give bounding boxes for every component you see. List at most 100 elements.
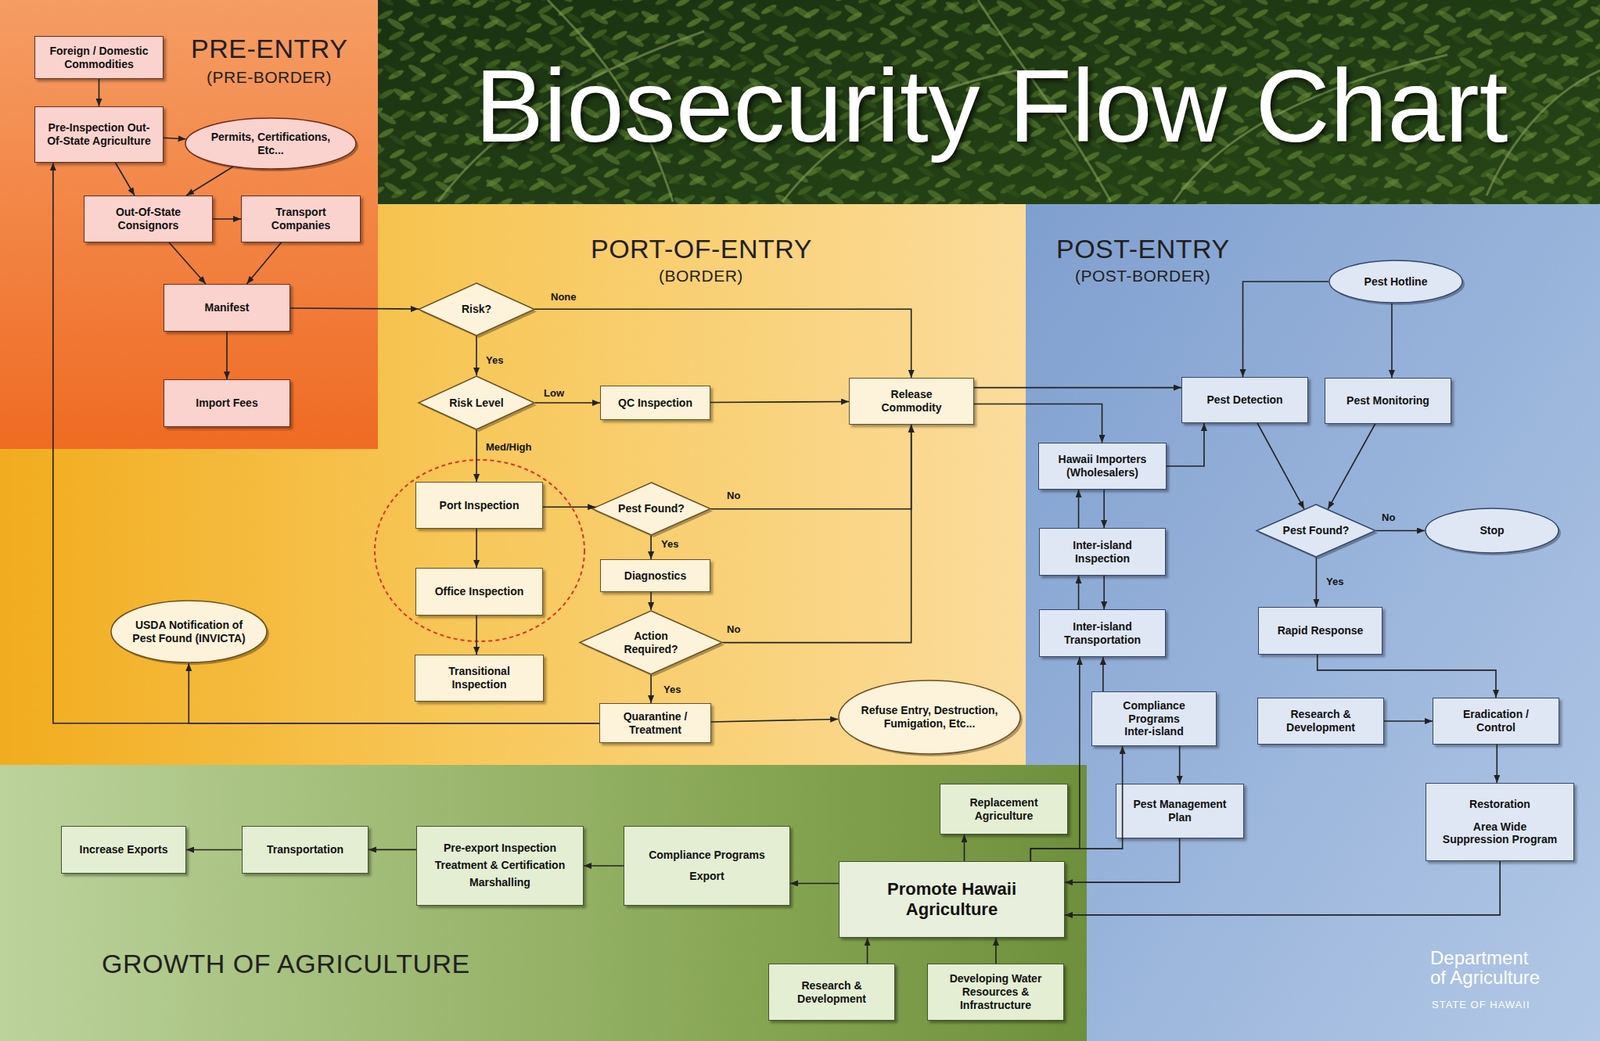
- edge-label-wrap: Low: [543, 387, 565, 400]
- flow-arrow: [866, 938, 869, 964]
- edge-label-wrap: No: [1381, 511, 1396, 524]
- flow-arrow: [1315, 557, 1318, 608]
- box-label: Out-Of-State Consignors: [90, 205, 206, 233]
- box-label: Increase Exports: [79, 843, 169, 857]
- edge-label-wrap: Yes: [485, 354, 504, 367]
- flow-arrow: [475, 430, 478, 482]
- logo-label-wrap: STATE OF HAWAII: [1431, 999, 1531, 1011]
- process-box: Inter-island Transportation: [1039, 609, 1166, 658]
- box-label: Risk?: [461, 302, 492, 317]
- process-box: Replacement Agriculture: [939, 783, 1068, 835]
- process-box: Port Inspection: [415, 481, 543, 529]
- process-box: Pre-Inspection Out-Of-State Agriculture: [34, 106, 164, 163]
- process-box: Increase Exports: [61, 826, 187, 874]
- heading-wrap: PORT-OF-ENTRY: [590, 233, 813, 265]
- box-label: Inter-island Transportation: [1055, 620, 1150, 648]
- flow-arrow: [583, 865, 624, 867]
- flow-arrow: [226, 331, 228, 380]
- dashed-callout: [374, 460, 585, 642]
- flow-arrow: [163, 137, 187, 139]
- box-label: Pre-Inspection Out-Of-State Agriculture: [41, 121, 157, 148]
- terminal-ellipse: Stop: [1424, 507, 1560, 554]
- edge-label: No: [726, 489, 741, 502]
- edge-label-wrap: None: [550, 291, 577, 303]
- flow-arrow: [186, 167, 233, 196]
- decision-diamond: Risk?: [417, 282, 536, 337]
- region-heading: GROWTH OF AGRICULTURE: [101, 949, 471, 980]
- box-label: Compliance Programs Inter-island: [1114, 699, 1194, 739]
- flow-arrow: [535, 402, 601, 404]
- box-label: Pest Management Plan: [1122, 798, 1237, 825]
- process-box: Manifest: [163, 284, 291, 332]
- process-box: Pre-export Inspection Treatment & Certif…: [416, 826, 584, 907]
- process-box: Research & Development: [1257, 697, 1385, 745]
- flow-arrow: [963, 834, 966, 862]
- flow-arrow: [650, 535, 652, 560]
- box-label: Refuse Entry, Destruction, Fumigation, E…: [851, 704, 1008, 731]
- box-label: Restoration: [1469, 798, 1531, 812]
- flow-arrow: [710, 401, 849, 403]
- edge-label-wrap: No: [726, 489, 741, 502]
- process-box: Rapid Response: [1258, 607, 1383, 655]
- terminal-ellipse: Pest Hotline: [1328, 259, 1464, 304]
- flow-arrow: [246, 242, 281, 285]
- process-box: Pest Monitoring: [1324, 377, 1452, 425]
- box-label: Developing Water Resources & Infrastruct…: [934, 972, 1058, 1012]
- region-subheading: (PRE-BORDER): [206, 68, 332, 87]
- flow-arrow: [650, 675, 652, 704]
- process-box: Office Inspection: [415, 568, 543, 616]
- terminal-ellipse: USDA Notification of Pest Found (INVICTA…: [110, 600, 268, 664]
- edge-label: Yes: [485, 354, 504, 367]
- region-heading: PRE-ENTRY: [190, 33, 348, 65]
- flow-arrow: [168, 242, 206, 285]
- box-label: Transport Companies: [248, 205, 354, 233]
- process-box: Eradication / Control: [1432, 697, 1560, 745]
- flow-arrow: [1103, 489, 1105, 529]
- box-body: Area Wide Suppression Program: [1441, 820, 1559, 848]
- flow-arrow: [722, 424, 912, 644]
- box-label: Pest Found?: [618, 502, 685, 516]
- edge-label: None: [550, 291, 577, 303]
- flow-arrow: [475, 336, 478, 376]
- box-label: Pest Hotline: [1364, 275, 1428, 289]
- process-box: Compliance Programs Export: [623, 826, 791, 907]
- edge-label-wrap: Med/High: [485, 441, 533, 454]
- region-subheading: (BORDER): [658, 266, 744, 286]
- heading-wrap: (BORDER): [658, 266, 744, 286]
- flow-arrow: [1391, 303, 1393, 378]
- edge-label-wrap: Yes: [661, 538, 679, 551]
- box-label: QC Inspection: [618, 396, 693, 410]
- flow-arrow: [115, 162, 136, 196]
- heading-wrap: (PRE-BORDER): [206, 68, 332, 87]
- box-label: Permits, Certifications, Etc...: [204, 130, 338, 158]
- process-box: Transitional Inspection: [414, 654, 544, 702]
- title-wrap: Biosecurity Flow Chart: [474, 49, 1508, 163]
- heading-wrap: POST-ENTRY: [1056, 233, 1230, 265]
- box-label: Transitional Inspection: [421, 665, 537, 692]
- flow-arrow: [1384, 720, 1433, 723]
- terminal-ellipse: Refuse Entry, Destruction, Fumigation, E…: [837, 679, 1022, 756]
- process-box: Compliance Programs Inter-island: [1091, 691, 1217, 747]
- flow-arrow: [1064, 861, 1500, 916]
- process-box: RestorationArea Wide Suppression Program: [1425, 783, 1575, 862]
- flow-arrow: [1243, 281, 1329, 378]
- flow-arrow: [1179, 746, 1181, 784]
- flow-arrow: [1103, 575, 1105, 610]
- region-heading: POST-ENTRY: [1056, 233, 1230, 265]
- box-label: Release Commodity: [868, 388, 955, 415]
- flow-arrow: [1495, 744, 1498, 784]
- flow-arrow: [1376, 530, 1425, 533]
- logo-text: STATE OF HAWAII: [1431, 999, 1531, 1011]
- process-box: Promote Hawaii Agriculture: [838, 861, 1065, 939]
- decision-diamond: Pest Found?: [591, 481, 712, 536]
- flow-arrow: [368, 849, 417, 852]
- decision-diamond: Action Required?: [578, 610, 723, 676]
- box-label: Manifest: [204, 301, 250, 315]
- box-label: Foreign / Domestic Commodities: [41, 44, 157, 72]
- process-box: Quarantine / Treatment: [599, 703, 712, 744]
- flow-arrow: [995, 938, 997, 964]
- box-label: Eradication / Control: [1452, 708, 1539, 735]
- edge-label: Yes: [1326, 575, 1344, 588]
- flow-arrow: [1102, 657, 1104, 692]
